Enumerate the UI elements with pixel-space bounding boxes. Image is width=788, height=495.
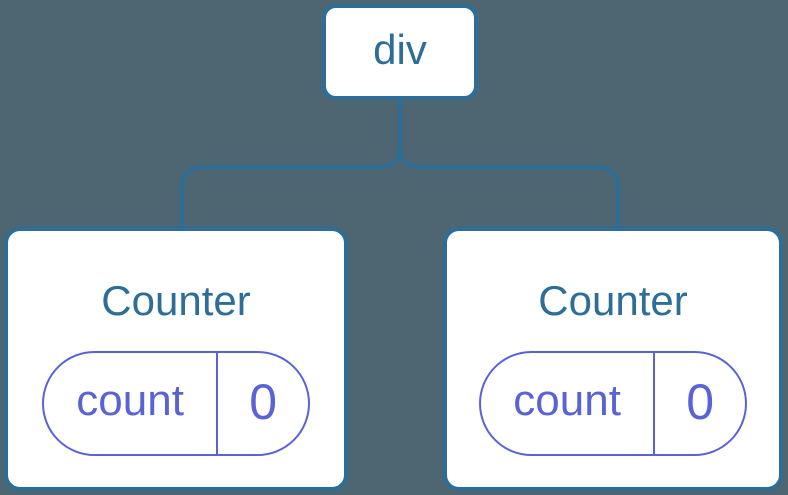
state-pill: count 0 (479, 351, 747, 456)
component-name: Counter (101, 277, 251, 324)
state-key: count (513, 375, 621, 425)
state-key: count (76, 375, 184, 425)
component-name: Counter (538, 277, 688, 324)
connector-right-branch (398, 100, 620, 229)
node-label: div (373, 26, 427, 73)
tree-node-div: div (322, 4, 478, 100)
state-key-cell: count (44, 353, 219, 454)
state-value-cell: 0 (218, 353, 308, 454)
state-value: 0 (686, 373, 715, 430)
state-key-cell: count (481, 353, 656, 454)
state-value-cell: 0 (655, 353, 745, 454)
tree-node-counter-left: Counter count 0 (4, 227, 348, 491)
state-pill: count 0 (42, 351, 310, 456)
state-value: 0 (249, 373, 278, 430)
tree-node-counter-right: Counter count 0 (443, 227, 783, 491)
connector-left-branch (180, 100, 402, 229)
